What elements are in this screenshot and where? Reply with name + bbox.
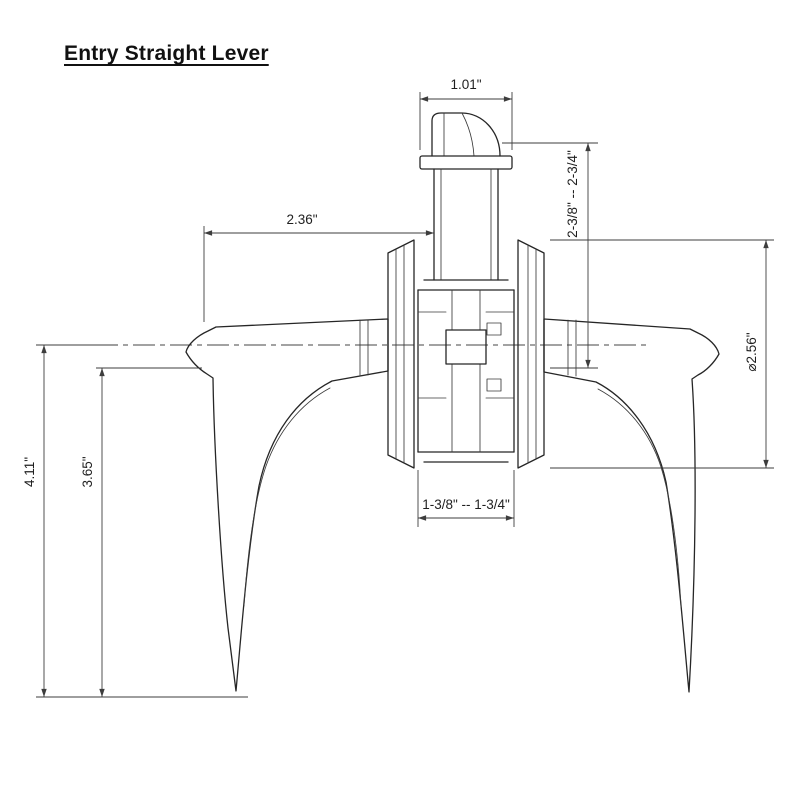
- dim-backset-label: 2-3/8" -- 2-3/4": [565, 150, 580, 238]
- mounting-post-bottom: [486, 378, 502, 392]
- dim-handle-height-label: 3.65": [80, 456, 95, 487]
- latch-tube: [433, 168, 499, 281]
- right-lever: [543, 318, 720, 693]
- latch-assembly: [419, 112, 513, 281]
- dimension-overall-height: 4.11": [22, 344, 248, 698]
- page-title: Entry Straight Lever: [64, 42, 269, 65]
- dim-latch-width-label: 1.01": [450, 77, 481, 92]
- latch-bolt: [431, 112, 501, 157]
- mounting-post-top: [486, 322, 502, 336]
- dimension-bore: 1-3/8" -- 1-3/4": [417, 470, 515, 527]
- dim-overall-height-label: 4.11": [22, 457, 37, 487]
- lock-chassis: [417, 279, 515, 463]
- dimension-rose-diameter: ⌀2.56": [550, 239, 774, 469]
- left-lever: [185, 318, 389, 692]
- spindle-hub: [445, 329, 487, 365]
- right-rose: [517, 239, 545, 469]
- dim-bore-label: 1-3/8" -- 1-3/4": [422, 497, 510, 512]
- dimension-latch-width: 1.01": [419, 77, 513, 150]
- left-rose: [387, 239, 415, 469]
- dimension-lever-reach: 2.36": [203, 212, 434, 322]
- latch-faceplate: [419, 155, 513, 170]
- dim-rose-diameter-label: ⌀2.56": [744, 332, 759, 371]
- dimension-handle-height: 3.65": [80, 367, 202, 697]
- dim-lever-reach-label: 2.36": [286, 212, 317, 227]
- dimension-backset: 2-3/8" -- 2-3/4": [502, 142, 598, 369]
